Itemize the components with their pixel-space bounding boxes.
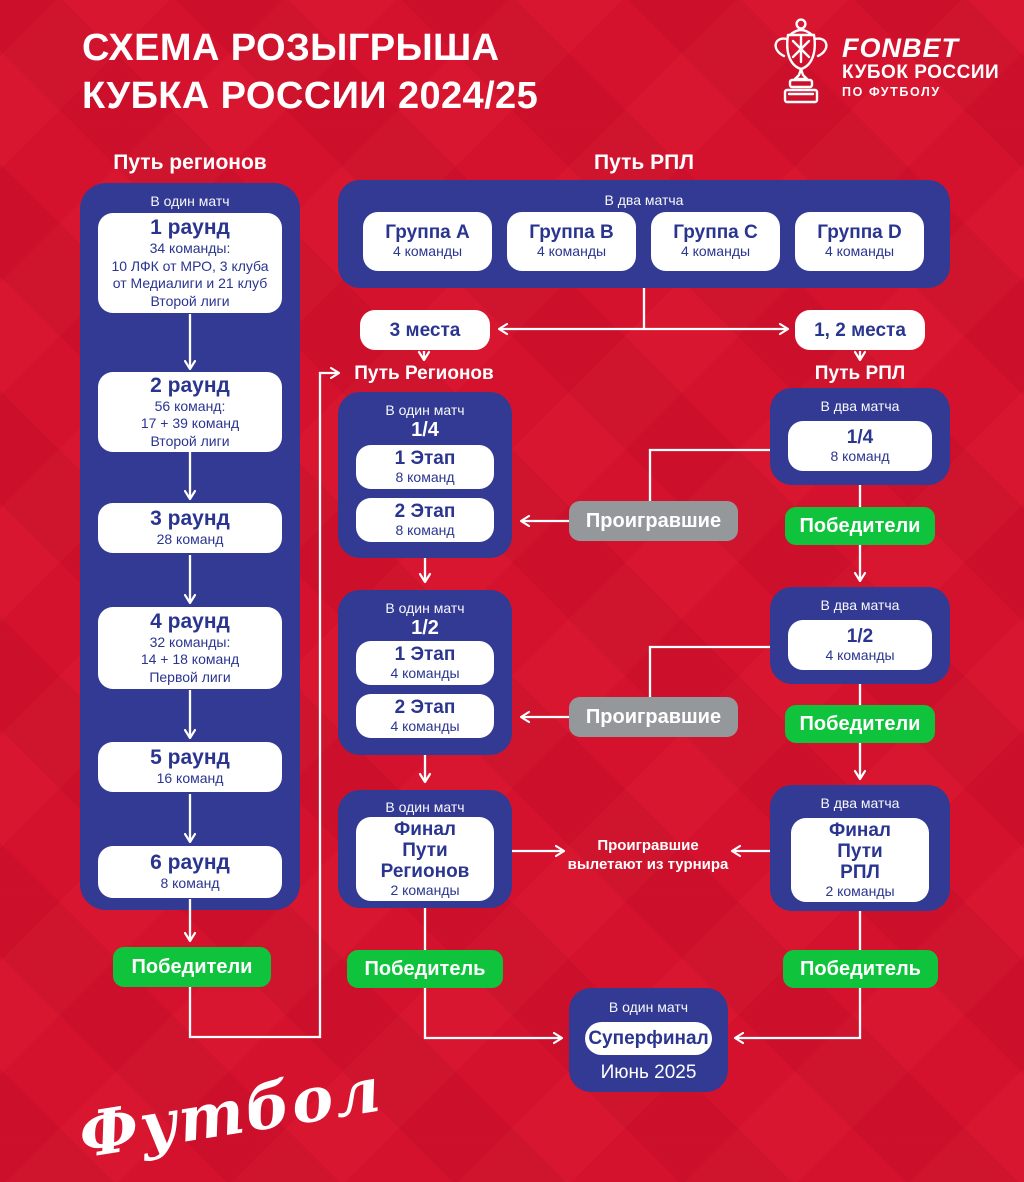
third-place-box: 3 места	[360, 310, 490, 350]
round-title: 1 раунд	[150, 216, 230, 239]
rpl-sf-box: 1/2 4 команды	[788, 620, 932, 670]
logo-sport: ПО ФУТБОЛУ	[842, 85, 941, 99]
round-2-box: 2 раунд 56 команд: 17 + 39 команд Второй…	[98, 372, 282, 452]
round-title: 3 раунд	[150, 507, 230, 531]
regions-sf-title: 1/2	[411, 617, 439, 639]
logo-brand: FONBET	[842, 33, 959, 63]
trophy-icon	[774, 18, 828, 104]
regions-qf-title: 1/4	[411, 419, 439, 441]
round-6-box: 6 раунд 8 команд	[98, 846, 282, 898]
regions-qualifying-note: В один матч	[150, 193, 230, 209]
round-title: 6 раунд	[150, 851, 230, 875]
rpl-final-note: В два матча	[820, 795, 900, 811]
rpl-qf-winners-badge: Победители	[785, 507, 935, 545]
round-3-box: 3 раунд 28 команд	[98, 503, 282, 553]
superfinal-date: Июнь 2025	[600, 1062, 697, 1083]
regions-winner-badge: Победитель	[347, 950, 503, 988]
round-4-box: 4 раунд 32 команды: 14 + 18 команд Перво…	[98, 607, 282, 689]
regions-sf-stage1-box: 1 Этап 4 команды	[356, 641, 494, 685]
losers-sf-badge: Проигравшие	[569, 697, 738, 737]
group-a-box: Группа A 4 команды	[363, 212, 492, 271]
regions-sf-stage2-box: 2 Этап 4 команды	[356, 694, 494, 738]
rpl-group-stage-header: Путь РПЛ	[594, 151, 694, 174]
round-1-box: 1 раунд 34 команды: 10 ЛФК от МРО, 3 клу…	[98, 213, 282, 313]
page-title: СХЕМА РОЗЫГРЫША КУБКА РОССИИ 2024/25	[82, 24, 538, 120]
rpl-final-box: Финал Пути РПЛ 2 команды	[791, 818, 929, 902]
regions-final-note: В один матч	[385, 799, 465, 815]
round-title: 5 раунд	[150, 746, 230, 770]
rpl-playoff-header: Путь РПЛ	[814, 363, 906, 384]
group-c-box: Группа C 4 команды	[651, 212, 780, 271]
round-5-box: 5 раунд 16 команд	[98, 742, 282, 792]
round-title: 2 раунд	[150, 373, 230, 397]
losers-qf-badge: Проигравшие	[569, 501, 738, 541]
regions-winners-badge: Победители	[113, 947, 271, 987]
rpl-qf-box: 1/4 8 команд	[788, 421, 932, 471]
losers-eliminated-note: Проигравшие вылетают из турнира	[567, 837, 729, 873]
rpl-sf-note: В два матча	[820, 597, 900, 613]
regions-qf-stage1-box: 1 Этап 8 команд	[356, 445, 494, 489]
superfinal-note: В один матч	[608, 999, 689, 1015]
regions-playoff-header: Путь Регионов	[354, 363, 494, 384]
top-two-places-box: 1, 2 места	[795, 310, 925, 350]
logo-tournament: КУБОК РОССИИ	[842, 62, 1000, 83]
futbol-script-logo: Футбол	[74, 1052, 387, 1173]
group-b-box: Группа B 4 команды	[507, 212, 636, 271]
rpl-qf-note: В два матча	[820, 398, 900, 414]
regions-qf-note: В один матч	[385, 402, 465, 418]
rpl-group-stage-note: В два матча	[604, 192, 684, 208]
rpl-sf-winners-badge: Победители	[785, 705, 935, 743]
page-title-line2: КУБКА РОССИИ 2024/25	[82, 75, 539, 117]
page-title-line1: СХЕМА РОЗЫГРЫША	[82, 27, 500, 69]
rpl-winner-badge: Победитель	[783, 950, 938, 988]
regions-sf-note: В один матч	[385, 600, 465, 616]
regions-qf-stage2-box: 2 Этап 8 команд	[356, 498, 494, 542]
group-d-box: Группа D 4 команды	[795, 212, 924, 271]
round-title: 4 раунд	[150, 609, 230, 633]
regions-qualifying-header: Путь регионов	[113, 151, 267, 174]
regions-final-box: Финал Пути Регионов 2 команды	[356, 817, 494, 901]
superfinal-box: Суперфинал	[585, 1022, 712, 1055]
